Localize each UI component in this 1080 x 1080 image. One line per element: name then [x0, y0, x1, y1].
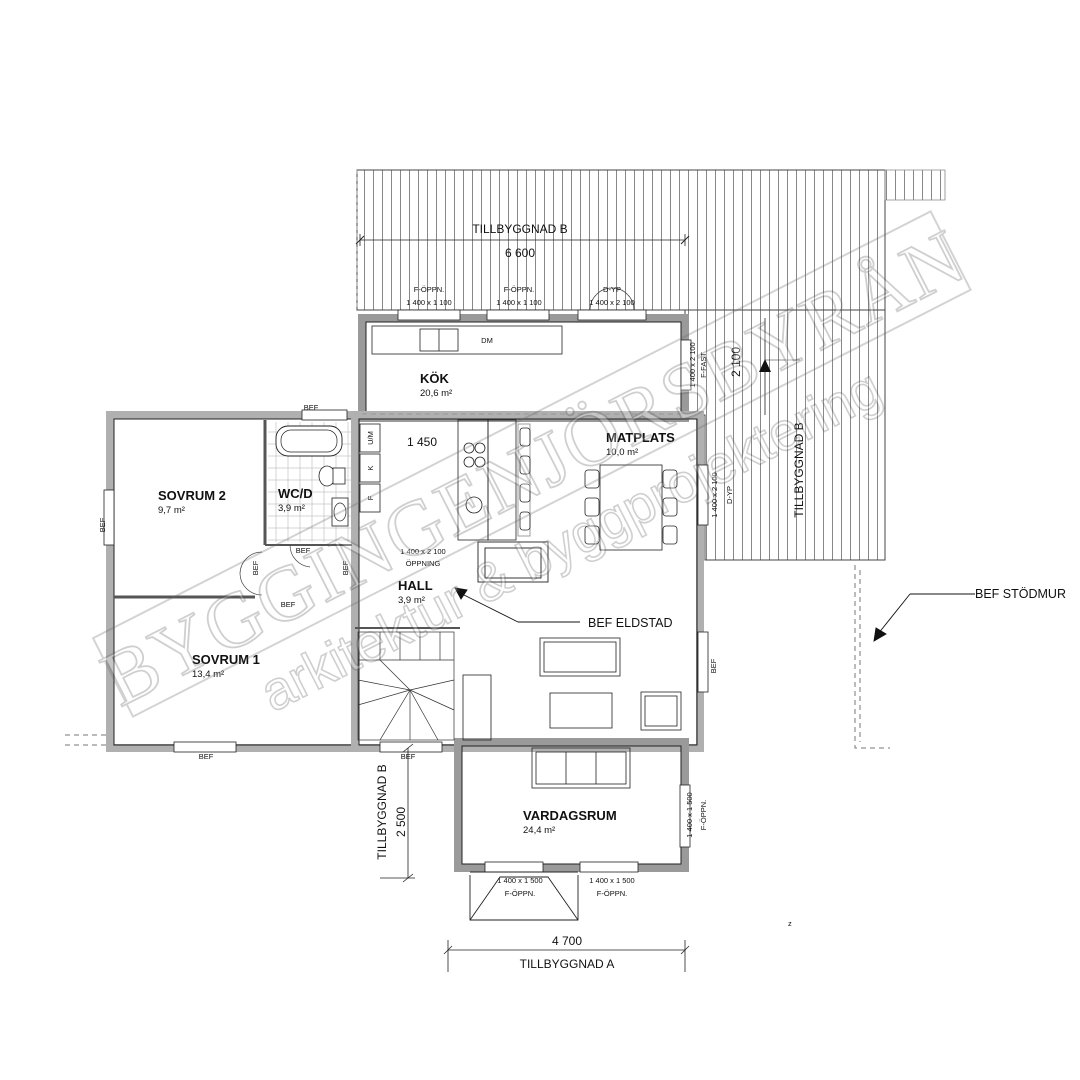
bef-hall-door: BEF	[251, 560, 260, 575]
staircase	[357, 631, 455, 741]
kitchen-f: F	[366, 495, 375, 500]
annex-b-right-label: TILLBYGGNAD B	[792, 422, 806, 517]
w-top1-size: 1 400 x 1 100	[406, 298, 451, 307]
bef-sovrum1-bottom: BEF	[199, 752, 214, 761]
d-top-type: D-YP	[603, 285, 621, 294]
kitchen-dim: 1 450	[407, 435, 437, 449]
bef-wc-door: BEF	[296, 546, 311, 555]
annex-a-label: TILLBYGGNAD A	[520, 957, 615, 971]
bef-stair-bottom: BEF	[401, 752, 416, 761]
kitchen-dm: DM	[481, 336, 493, 345]
annex-b-left-label: TILLBYGGNAD B	[375, 764, 389, 859]
hall-open-type: ÖPPNING	[406, 559, 441, 568]
annex-b-top-label: TILLBYGGNAD B	[472, 222, 567, 236]
entry-canopies	[469, 871, 579, 921]
w-vard-b1-type: F-ÖPPN.	[505, 889, 535, 898]
annex-a-dim: 4 700	[552, 934, 582, 948]
dining-table	[584, 464, 678, 551]
room-sovrum2-name: SOVRUM 2	[158, 488, 226, 503]
bedroom-door-swings	[239, 544, 311, 596]
w-top2-type: F-ÖPPN.	[504, 285, 534, 294]
w-vard-b2-type: F-ÖPPN.	[597, 889, 627, 898]
kitchen-um: U/M	[366, 431, 375, 445]
dim-top	[355, 234, 690, 246]
misc-z: z	[788, 919, 792, 928]
kitchen-k: K	[366, 465, 375, 470]
room-wcd-name: WC/D	[278, 486, 313, 501]
room-hall-name: HALL	[398, 578, 433, 593]
room-matplats-name: MATPLATS	[606, 430, 675, 445]
bef-bathroom-top: BEF	[304, 403, 319, 412]
bef-sovrum2-left: BEF	[98, 517, 107, 532]
fireplace	[477, 541, 549, 583]
annex-b-left-dim: 2 500	[394, 807, 408, 837]
d-top-size: 1 400 x 2 100	[589, 298, 634, 307]
w-vard-b2-size: 1 400 x 1 500	[589, 876, 634, 885]
dim-left	[380, 743, 415, 883]
dim-right	[759, 318, 800, 415]
room-sovrum2-area: 9,7 m²	[158, 505, 185, 516]
annex-b-top-dim: 6 600	[505, 246, 535, 260]
room-hall-area: 3,9 m²	[398, 595, 425, 606]
w-top2-size: 1 400 x 1 100	[496, 298, 541, 307]
room-kok-name: KÖK	[420, 371, 450, 386]
d-matplats-size: 1 400 x 2 100	[710, 472, 719, 517]
wall-openings	[103, 309, 709, 873]
eldstad-leader	[454, 587, 580, 623]
room-kok-area: 20,6 m²	[420, 388, 452, 399]
room-vardagsrum-name: VARDAGSRUM	[523, 808, 617, 823]
w-kok-right-type: F-FAST	[699, 352, 708, 378]
w-top1-type: F-ÖPPN.	[414, 285, 444, 294]
note-stodmur: BEF STÖDMUR	[975, 587, 1066, 601]
room-wcd-area: 3,9 m²	[278, 503, 305, 514]
stodmur-leader	[873, 593, 975, 642]
annex-b-right-dim: 2 100	[729, 347, 743, 377]
w-vard-right-size: 1 400 x 1 500	[685, 792, 694, 837]
bef-sovrum1-door: BEF	[281, 600, 296, 609]
retaining-wall	[65, 565, 890, 749]
bef-right-wall: BEF	[709, 658, 718, 673]
w-kok-right-size: 1 400 x 2 100	[688, 342, 697, 387]
top-door-swing	[589, 287, 635, 311]
room-sovrum1-name: SOVRUM 1	[192, 652, 260, 667]
room-vardagsrum-area: 24,4 m²	[523, 825, 555, 836]
room-sovrum1-area: 13,4 m²	[192, 669, 224, 680]
bef-hall-inner: BEF	[341, 560, 350, 575]
dim-bottom	[443, 940, 690, 972]
kitchen-counter	[359, 325, 563, 541]
hall-open-size: 1 400 x 2 100	[400, 547, 445, 556]
room-matplats-area: 10,0 m²	[606, 447, 638, 458]
house-walls	[106, 314, 704, 872]
d-matplats-type: D-YP	[725, 486, 734, 504]
w-vard-right-type: F-ÖPPN.	[699, 800, 708, 830]
note-eldstad: BEF ELDSTAD	[588, 616, 673, 630]
living-furniture	[462, 637, 682, 789]
bathroom	[268, 422, 352, 542]
w-vard-b1-size: 1 400 x 1 500	[497, 876, 542, 885]
